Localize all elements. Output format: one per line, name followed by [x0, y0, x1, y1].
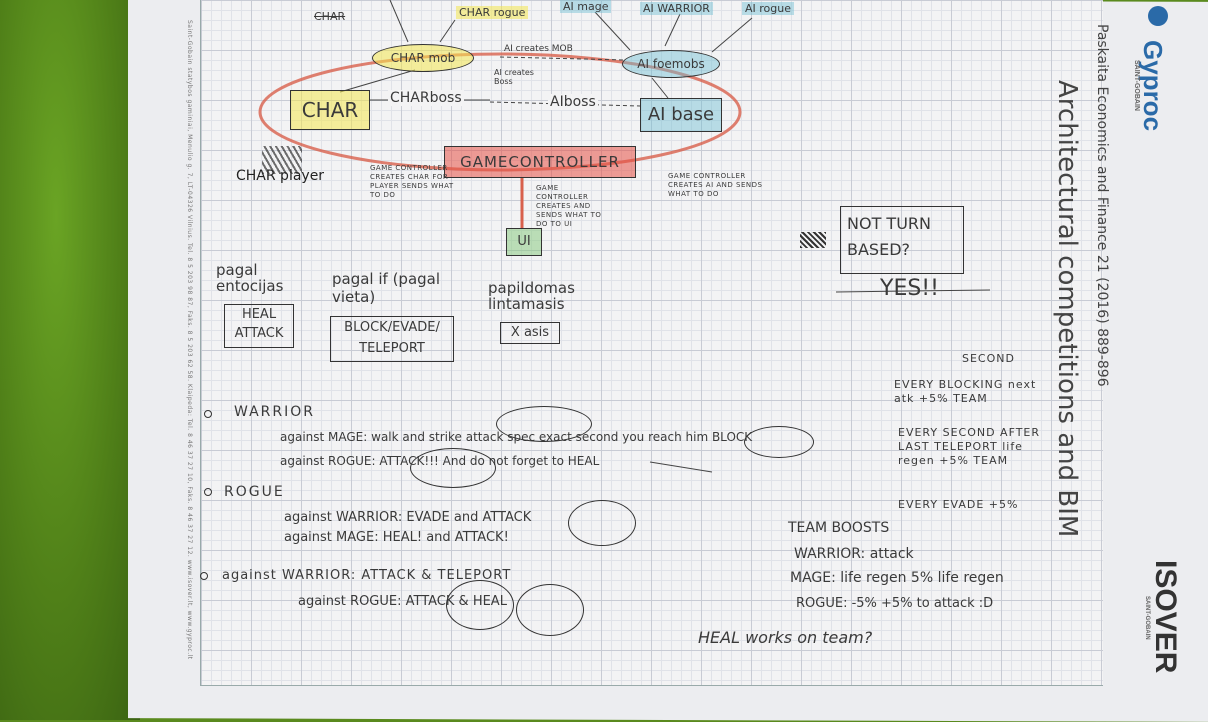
- group-content-x-axis: X asis: [500, 322, 560, 344]
- rules-footer: HEAL works on team?: [698, 628, 873, 647]
- edge-label-ai-creates-boss: AI creates Boss: [494, 68, 534, 86]
- rogue-title: ROGUE: [224, 484, 285, 500]
- edge-label-aiboss: AIboss: [548, 94, 598, 110]
- label-char-top: CHAR: [314, 10, 346, 23]
- label-ai-rogue: AI rogue: [742, 2, 794, 15]
- circle-attack4: [446, 580, 514, 630]
- node-ai-foemobs: AI foemobs: [622, 50, 720, 78]
- team-boosts-title: TEAM BOOSTS: [788, 520, 890, 536]
- turn-based-answer: YES!!: [880, 276, 939, 301]
- group-title-if: pagal if (pagal vieta): [332, 270, 441, 306]
- edge-top-airogue: [711, 17, 753, 53]
- scribble-left: [800, 232, 826, 248]
- edge-foemobs-to-base: [651, 77, 669, 99]
- edge-label-ai-creates-mob: AI creates MOB: [504, 44, 573, 54]
- edge-mob-to-char: [339, 69, 416, 93]
- group-title-extra: papildomas lintamasis: [488, 279, 575, 313]
- node-ai-base: AI base: [640, 98, 722, 132]
- heal-underline: [649, 461, 713, 473]
- node-game-controller: GAMECONTROLLER: [444, 146, 636, 178]
- warrior-title: WARRIOR: [234, 404, 315, 420]
- bullet-mage: [200, 572, 208, 580]
- circle-attack: [496, 406, 592, 442]
- rogue-vs-mage: against MAGE: HEAL! and ATTACK!: [284, 530, 509, 545]
- note-gc-creates-ui: GAME CONTROLLER CREATES AND SENDS WHAT T…: [536, 184, 602, 228]
- group-content-heal-attack: HEAL ATTACK: [224, 304, 294, 348]
- mage-vs-warrior: against WARRIOR: ATTACK & TELEPORT: [222, 568, 512, 583]
- node-ui: UI: [506, 228, 542, 256]
- circle-attack3: [568, 500, 636, 546]
- team-boost-mage: MAGE: life regen 5% life regen: [790, 570, 1004, 586]
- vertical-paper-reference: Paskaita Economics and Finance 21 (2016)…: [1094, 24, 1110, 387]
- note-gc-creates-ai: GAME CONTROLLER CREATES AI AND SENDS WHA…: [668, 172, 763, 198]
- label-ai-mage: AI mage: [560, 0, 612, 13]
- edge-top-char: [389, 0, 409, 43]
- bullet-warrior: [204, 410, 212, 418]
- group-content-block-evade: BLOCK/EVADE/ TELEPORT: [330, 316, 454, 362]
- rule-evade: EVERY EVADE +5%: [898, 498, 1019, 511]
- node-char-player: CHAR player: [236, 168, 325, 184]
- team-boost-rogue: ROGUE: -5% +5% to attack :D: [796, 596, 994, 611]
- group-title-emotions: pagal entocijas: [216, 261, 284, 295]
- scribble-mark: [262, 146, 302, 174]
- edge-top-aiwarrior: [664, 13, 681, 47]
- circle-heal: [516, 584, 584, 636]
- label-char-rogue: CHAR rogue: [456, 6, 529, 19]
- rules-header: SECOND: [962, 352, 1015, 365]
- green-background: [0, 0, 140, 720]
- edge-top-charrogue: [439, 19, 456, 43]
- node-char: CHAR: [290, 90, 370, 130]
- circle-attack2: [410, 448, 496, 488]
- edge-label-charboss: CHARboss: [388, 90, 464, 106]
- bullet-rogue: [204, 488, 212, 496]
- gyproc-emblem: [1148, 6, 1168, 26]
- edge-top-aimage: [594, 11, 631, 51]
- node-char-mob: CHAR mob: [372, 44, 474, 72]
- circle-block: [744, 426, 814, 458]
- rogue-vs-warrior: against WARRIOR: EVADE and ATTACK: [284, 510, 532, 525]
- team-boost-warrior: WARRIOR: attack: [794, 546, 914, 562]
- turn-based-question: NOT TURN BASED?: [840, 206, 964, 274]
- note-gc-creates-char: GAME CONTROLLER CREATES CHAR FOR PLAYER …: [370, 164, 454, 199]
- label-ai-warrior: AI WARRIOR: [640, 2, 713, 15]
- strike-line: [835, 289, 991, 293]
- rule-teleport: EVERY SECOND AFTER LAST TELEPORT life re…: [898, 426, 1041, 467]
- rule-blocking: EVERY BLOCKING next atk +5% TEAM: [894, 378, 1037, 405]
- vertical-paper-title: Architectural competitions and BIM: [1052, 80, 1082, 538]
